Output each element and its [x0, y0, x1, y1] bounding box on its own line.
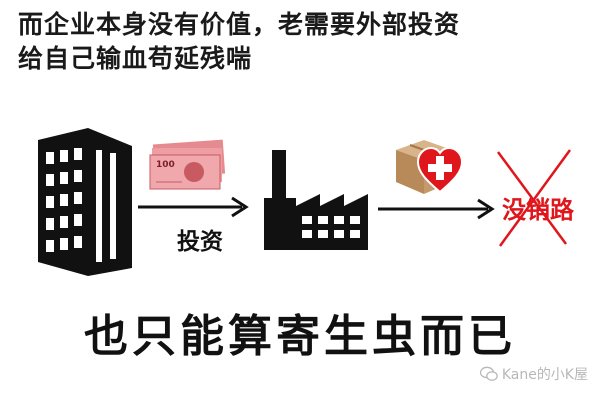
arrow-output: [378, 198, 495, 220]
medical-heart-icon: [416, 146, 464, 194]
invest-label: 投资: [177, 229, 223, 255]
blocked-cross-icon: [496, 149, 572, 247]
arrow-invest: [138, 196, 249, 218]
banknote-value: 100: [156, 160, 175, 170]
wechat-icon: [479, 366, 498, 381]
caption: 也只能算寄生虫而已: [84, 311, 516, 362]
heading-line-2: 给自己输血苟延残喘: [18, 44, 253, 73]
watermark: Kane的小K屋: [479, 364, 588, 384]
factory-icon: [264, 150, 368, 250]
watermark-text: Kane的小K屋: [501, 367, 588, 383]
heading-line-1: 而企业本身没有价值，老需要外部投资: [18, 10, 461, 39]
building-icon: [38, 128, 132, 276]
banknote-icon: 100: [149, 139, 226, 190]
no-sales-label: 没销路: [502, 196, 574, 224]
heading: 而企业本身没有价值，老需要外部投资 给自己输血苟延残喘: [18, 8, 588, 76]
